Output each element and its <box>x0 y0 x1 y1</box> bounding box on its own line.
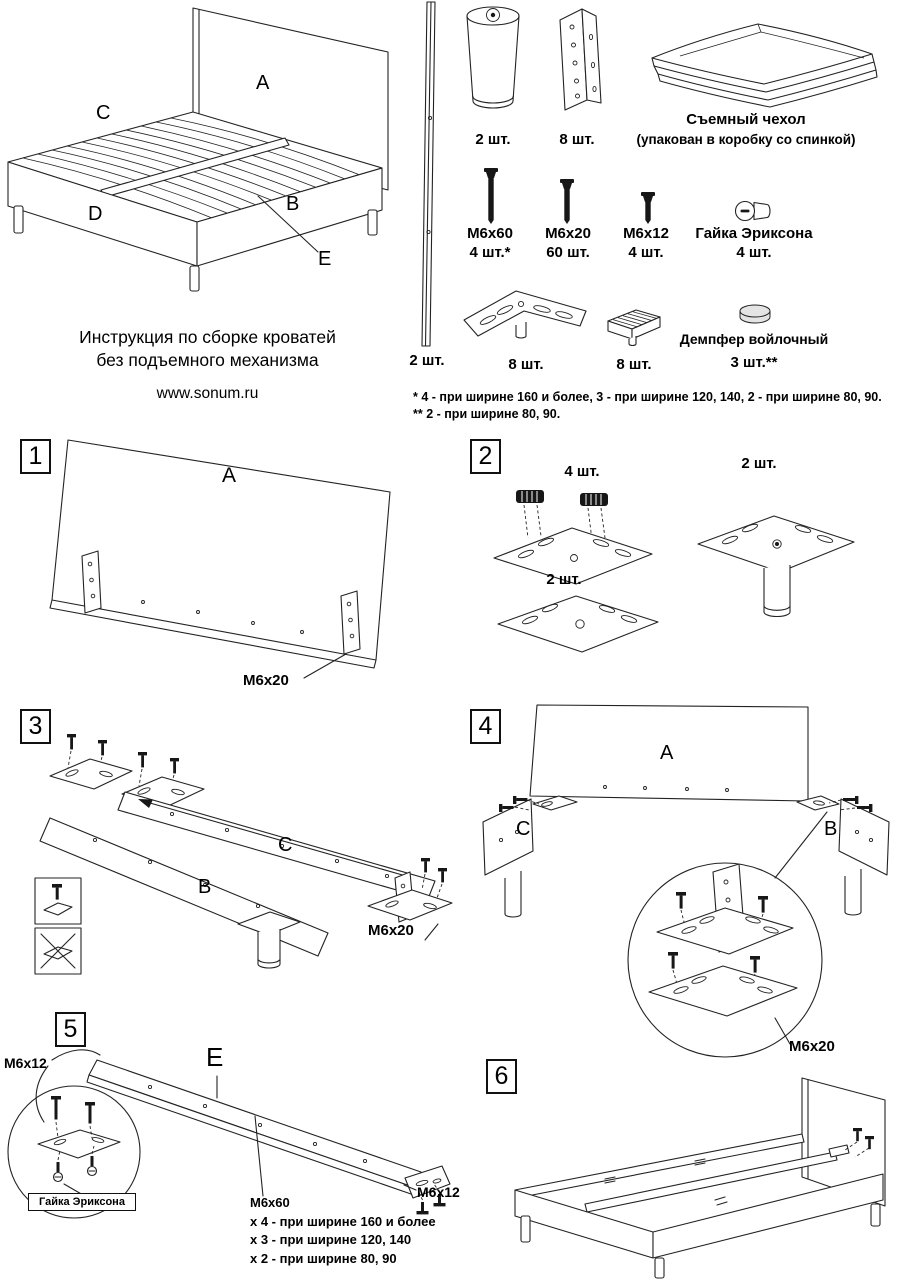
corner-bracket-part-drawing <box>463 290 587 339</box>
overview-label-d: D <box>88 203 103 225</box>
erikson-nut-name: Гайка Эриксона <box>695 225 813 242</box>
cover-name: Съемный чехол <box>686 111 806 128</box>
angle-bracket-part-drawing <box>559 8 602 111</box>
step1-drawing <box>49 439 391 679</box>
step5-nut-label: Гайка Эриксона <box>28 1193 136 1211</box>
title-line1: Инструкция по сборке кроватей <box>79 327 336 347</box>
bolt-m6x20-name: М6х20 <box>545 225 591 242</box>
step5-bolt-m6x12-right: М6х12 <box>417 1184 460 1200</box>
overview-bed-drawing <box>7 7 389 292</box>
step5-note-line1: x 4 - при ширине 160 и более <box>250 1213 436 1229</box>
slat-qty: 2 шт. <box>409 352 445 369</box>
bolt-m6x20-icon <box>560 179 574 224</box>
step5-number: 5 <box>55 1012 86 1047</box>
cover-part-drawing <box>651 23 878 108</box>
slat-holder-part-drawing <box>607 309 661 347</box>
title-line2: без подъемного механизма <box>96 350 319 370</box>
step4-label-a: A <box>660 742 674 764</box>
step2-drawing <box>493 490 855 653</box>
cover-note: (упакован в коробку со спинкой) <box>636 132 856 147</box>
angle-bracket-qty: 8 шт. <box>559 131 595 148</box>
bolt-m6x60-qty: 4 шт.* <box>469 244 511 261</box>
bolt-m6x60-name: М6х60 <box>467 225 513 242</box>
leg-qty: 2 шт. <box>475 131 511 148</box>
slat-holder-qty: 8 шт. <box>616 356 652 373</box>
step6-drawing <box>514 1077 886 1279</box>
overview-label-c: C <box>96 102 111 124</box>
step5-bolt-notes: М6х60 x 4 - при ширине 160 и более x 3 -… <box>250 1194 436 1268</box>
step4-label-c: C <box>516 818 531 840</box>
step5-bolt-m6x12-top: М6х12 <box>4 1055 47 1071</box>
overview-label-e: E <box>318 248 332 270</box>
felt-damper-icon <box>739 304 771 324</box>
step1-number: 1 <box>20 439 51 474</box>
bolt-m6x20-qty: 60 шт. <box>546 244 590 261</box>
step2-qty-top: 4 шт. <box>564 463 600 480</box>
step5-note-line3: x 2 - при ширине 80, 90 <box>250 1250 397 1266</box>
bolt-m6x12-name: М6х12 <box>623 225 669 242</box>
erikson-nut-qty: 4 шт. <box>736 244 772 261</box>
felt-damper-qty: 3 шт.** <box>730 354 778 371</box>
step4-label-b: B <box>824 818 838 840</box>
step4-bolt-label: М6х20 <box>789 1038 835 1055</box>
cover-label: Съемный чехол (упакован в коробку со спи… <box>612 110 880 150</box>
step5-note-line2: x 3 - при ширине 120, 140 <box>250 1232 412 1247</box>
step6-number: 6 <box>486 1059 517 1094</box>
slat-part-drawing <box>421 1 436 347</box>
step4-drawing <box>482 704 890 1058</box>
bolt-m6x12-icon <box>641 192 655 224</box>
step3-bolt-label: М6х20 <box>368 922 414 939</box>
corner-bracket-qty: 8 шт. <box>508 356 544 373</box>
step2-qty-right: 2 шт. <box>741 455 777 472</box>
step3-label-b: B <box>198 876 212 898</box>
felt-damper-name: Демпфер войлочный <box>679 331 829 347</box>
footnotes: * 4 - при ширине 160 и более, 3 - при ши… <box>413 389 897 423</box>
step5-drawing <box>7 1049 451 1219</box>
overview-label-a: A <box>256 72 270 94</box>
bolt-m6x60-icon <box>484 168 498 224</box>
overview-label-b: B <box>286 193 300 215</box>
footnote-1: * 4 - при ширине 160 и более, 3 - при ши… <box>413 390 882 404</box>
step2-number: 2 <box>470 439 501 474</box>
step4-number: 4 <box>470 709 501 744</box>
sheet-title: Инструкция по сборке кроватей без подъем… <box>55 326 360 372</box>
step1-bolt-label: М6х20 <box>243 672 289 689</box>
step5-label-e: E <box>206 1042 224 1072</box>
footnote-2: ** 2 - при ширине 80, 90. <box>413 407 561 421</box>
website-url: www.sonum.ru <box>156 385 259 402</box>
step3-number: 3 <box>20 709 51 744</box>
step3-drawing <box>34 734 453 975</box>
step1-label-a: A <box>222 464 237 487</box>
step3-label-c: C <box>278 834 293 856</box>
step5-note-title: М6х60 <box>250 1195 290 1210</box>
step2-qty-bottom: 2 шт. <box>546 571 582 588</box>
leg-part-drawing <box>466 6 520 109</box>
erikson-nut-icon <box>734 200 771 222</box>
bolt-m6x12-qty: 4 шт. <box>628 244 664 261</box>
